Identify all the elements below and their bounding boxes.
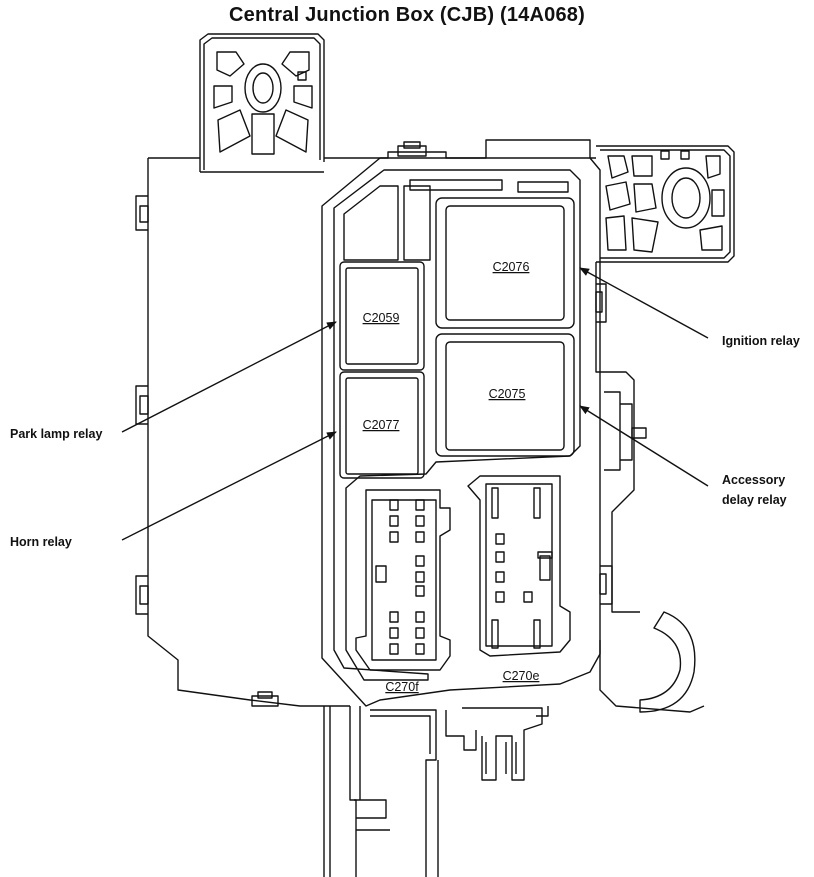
bottom-harness <box>323 706 549 877</box>
inner-panel <box>321 157 601 707</box>
side-hook <box>639 611 696 713</box>
c2059-cavity <box>339 261 425 371</box>
c270e-connector <box>467 475 571 657</box>
accessory-delay-relay-label-line1: Accessory <box>722 473 785 487</box>
horn-relay-leader <box>121 431 337 541</box>
c2076-cavity <box>435 197 575 329</box>
ignition-relay-leader <box>579 267 709 339</box>
ignition-relay-label: Ignition relay <box>722 334 800 348</box>
c2077-label: C2077 <box>363 418 400 432</box>
c270f-label: C270f <box>385 680 419 694</box>
park-lamp-relay-label: Park lamp relay <box>10 427 102 441</box>
c2075-relay <box>445 341 565 451</box>
top-mounting-bracket <box>199 33 325 172</box>
c2077-relay <box>345 377 419 475</box>
c2076-label: C2076 <box>493 260 530 274</box>
park-lamp-relay-leader <box>121 321 337 433</box>
c2059-relay <box>345 267 419 365</box>
diagram-title: Central Junction Box (CJB) (14A068) <box>229 4 585 26</box>
c2077-cavity <box>339 371 425 479</box>
c2075-cavity <box>435 333 575 457</box>
c2075-label: C2075 <box>489 387 526 401</box>
c2059-label: C2059 <box>363 311 400 325</box>
c270f-connector <box>355 489 451 671</box>
right-mounting-bracket <box>596 145 735 263</box>
c2076-relay <box>445 205 565 321</box>
accessory-delay-relay-leader <box>579 405 709 487</box>
c270e-label: C270e <box>503 669 540 683</box>
horn-relay-label: Horn relay <box>10 535 72 549</box>
accessory-delay-relay-label-line2: delay relay <box>722 493 787 507</box>
outer-housing <box>135 139 705 713</box>
